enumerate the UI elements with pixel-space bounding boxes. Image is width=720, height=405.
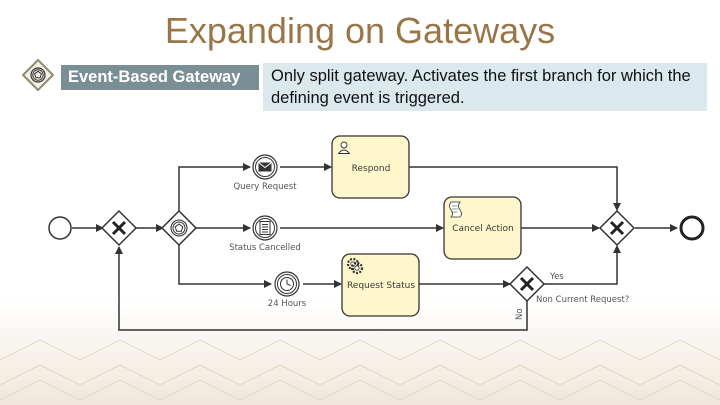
respond-task-label: Respond xyxy=(352,164,391,174)
respond-task: Respond xyxy=(331,135,410,199)
end-merge-gateway xyxy=(598,209,636,247)
timer-event xyxy=(274,271,300,297)
cancel-action-task-label: Cancel Action xyxy=(452,224,514,234)
sequence-flows xyxy=(72,163,678,331)
gateway-name-label: Event-Based Gateway xyxy=(61,65,259,90)
merge-exclusive-gateway xyxy=(100,209,138,247)
event-based-gateway-icon xyxy=(22,59,54,91)
decision-question-label: Non Current Request? xyxy=(536,295,629,305)
decorative-background-pattern xyxy=(0,300,720,405)
timer-label: 24 Hours xyxy=(268,299,307,309)
flow-gateway-to-query-request xyxy=(178,163,251,212)
query-request-event xyxy=(252,154,278,180)
request-status-task-label: Request Status xyxy=(347,281,415,291)
request-status-task: Request Status xyxy=(341,253,420,317)
flow-respond-to-end-gateway xyxy=(409,166,621,211)
status-cancelled-event xyxy=(252,215,278,241)
service-gear-icon xyxy=(346,257,364,275)
flow-no-label: No xyxy=(515,308,525,320)
flow-yes-label: Yes xyxy=(549,272,564,282)
flow-yes-to-end-gateway xyxy=(544,245,621,285)
status-cancelled-label: Status Cancelled xyxy=(229,243,301,253)
gateway-description: Only split gateway. Activates the first … xyxy=(263,63,707,111)
slide-title: Expanding on Gateways xyxy=(164,10,556,51)
document-icon xyxy=(259,221,271,235)
script-icon xyxy=(449,201,462,218)
query-request-label: Query Request xyxy=(233,182,297,192)
cancel-action-task: Cancel Action xyxy=(443,196,522,260)
user-icon xyxy=(337,141,351,154)
event-based-gateway xyxy=(160,209,198,247)
decision-exclusive-gateway xyxy=(508,265,546,303)
flow-gateway-to-timer xyxy=(178,244,272,288)
flow-no-loop-back xyxy=(115,246,528,331)
end-event xyxy=(679,215,705,241)
start-event xyxy=(48,216,72,240)
